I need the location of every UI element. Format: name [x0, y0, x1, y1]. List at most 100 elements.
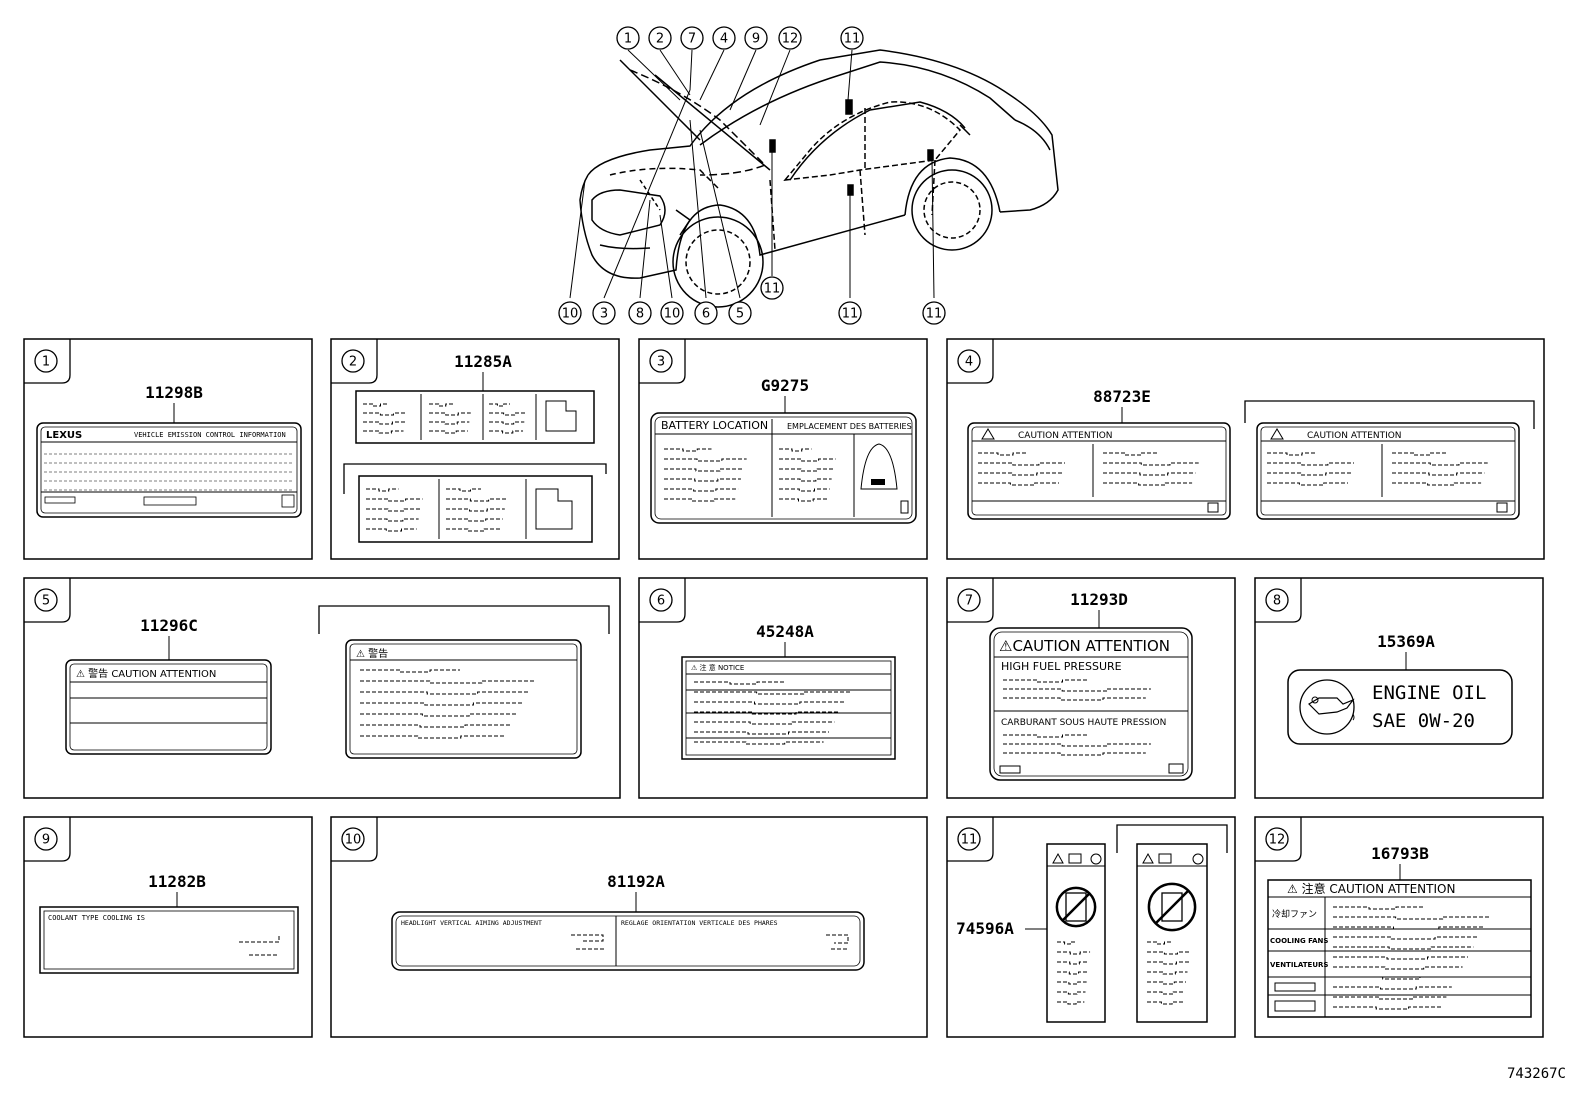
label-heading: ⚠ 警告 CAUTION ATTENTION: [76, 667, 216, 680]
panel-number: 10: [341, 827, 365, 851]
label-panel-6: 6 45248A ⚠ 注 意 NOTICE: [638, 577, 928, 799]
label-heading: ⚠ 注 意 NOTICE: [691, 663, 744, 672]
panel-number-number: 7: [965, 594, 973, 609]
label-panel-5: 5 11296C ⚠ 警告 CAUTION ATTENTION ⚠ 警告: [23, 577, 621, 799]
label-heading: CAUTION ATTENTION: [1307, 431, 1402, 441]
row-label-jp: 冷却ファン: [1272, 908, 1317, 920]
panel-number: 6: [649, 588, 673, 612]
label-text: COOLANT TYPE COOLING IS: [48, 914, 145, 922]
panel-number-number: 5: [42, 594, 50, 609]
car-callout: 1: [616, 26, 640, 50]
label-panel-11: 11 74596A: [946, 816, 1236, 1038]
panel-number-number: 3: [657, 355, 665, 370]
part-number: 74596A: [956, 919, 1014, 938]
part-number: 11282B: [148, 872, 206, 891]
label-heading: BATTERY LOCATION: [661, 419, 768, 432]
label-text: VEHICLE EMISSION CONTROL INFORMATION: [134, 431, 286, 439]
label-panel-12: 12 16793B ⚠ 注意 CAUTION ATTENTION 冷却ファン COOLI…: [1254, 816, 1544, 1038]
part-number: 45248A: [756, 622, 814, 641]
panel-number-number: 12: [1269, 833, 1286, 848]
part-number: 81192A: [607, 872, 665, 891]
car-callout-number: 10: [664, 307, 681, 322]
part-number: 11298B: [145, 383, 203, 402]
diagram-id: 743267C: [1507, 1066, 1566, 1082]
part-number: 11293D: [1070, 590, 1128, 609]
car-callout: 4: [712, 26, 736, 50]
panel-number: 9: [34, 827, 58, 851]
panel-number-number: 4: [965, 355, 973, 370]
car-callout-number: 6: [702, 307, 710, 322]
panel-number-number: 10: [345, 833, 362, 848]
car-callout-number: 3: [600, 307, 608, 322]
label-heading: ⚠ 警告: [356, 647, 388, 660]
panel-number: 3: [649, 349, 673, 373]
panel-number-number: 1: [42, 355, 50, 370]
part-number: 11285A: [454, 352, 512, 371]
row-label-en: COOLING FANS: [1270, 937, 1328, 945]
label-heading: ⚠CAUTION ATTENTION: [999, 637, 1170, 655]
car-callout: 9: [744, 26, 768, 50]
panel-number: 5: [34, 588, 58, 612]
part-number: 15369A: [1377, 632, 1435, 651]
label-heading-fr: EMPLACEMENT DES BATTERIES: [787, 422, 912, 431]
car-callout: 7: [680, 26, 704, 50]
car-callout-number: 11: [926, 307, 943, 322]
car-callout: 12: [778, 26, 802, 50]
car-callout: 10: [660, 301, 684, 325]
car-callout-number: 8: [636, 307, 644, 322]
car-callout: 11: [922, 301, 946, 325]
car-callout: 11: [840, 26, 864, 50]
car-callout: 6: [694, 301, 718, 325]
panel-number-number: 6: [657, 594, 665, 609]
part-number: 88723E: [1093, 387, 1151, 406]
label-heading: CAUTION ATTENTION: [1018, 431, 1113, 441]
panel-number-number: 2: [349, 355, 357, 370]
car-callout-number: 11: [844, 32, 861, 47]
car-callout: 8: [628, 301, 652, 325]
car-callout-number: 9: [752, 32, 760, 47]
car-callout-number: 12: [782, 32, 799, 47]
car-callout-number: 11: [842, 307, 859, 322]
label-text: HIGH FUEL PRESSURE: [1001, 660, 1122, 673]
panel-number: 12: [1265, 827, 1289, 851]
part-number: 16793B: [1371, 844, 1429, 863]
panel-number-number: 8: [1273, 594, 1281, 609]
oil-can-icon: [1308, 696, 1355, 721]
panel-number: 8: [1265, 588, 1289, 612]
part-number: G9275: [761, 376, 809, 395]
label-text: HEADLIGHT VERTICAL AIMING ADJUSTMENT: [401, 919, 542, 927]
panel-number: 7: [957, 588, 981, 612]
row-label-fr: VENTILATEURS: [1270, 961, 1328, 969]
panel-number-number: 9: [42, 833, 50, 848]
car-callout: 11: [838, 301, 862, 325]
car-callout-number: 10: [562, 307, 579, 322]
panel-number: 4: [957, 349, 981, 373]
car-callout: 11: [760, 276, 784, 300]
panel-number: 2: [341, 349, 365, 373]
car-callout-number: 1: [624, 32, 632, 47]
label-panel-4: 4 88723E CAUTION ATTENTION CAUTION ATTENTIO…: [946, 338, 1545, 560]
panel-number: 11: [957, 827, 981, 851]
label-heading: ⚠ 注意 CAUTION ATTENTION: [1287, 881, 1455, 896]
car-callout: 10: [558, 301, 582, 325]
label-panel-8: 8 15369A ENGINE OIL SAE 0W-20: [1254, 577, 1544, 799]
car-callout-number: 5: [736, 307, 744, 322]
car-callout: 5: [728, 301, 752, 325]
label-panel-7: 7 11293D ⚠CAUTION ATTENTION HIGH FUEL PRESS…: [946, 577, 1236, 799]
oil-label-line-1: ENGINE OIL: [1372, 682, 1486, 704]
label-panel-9: 9 11282B COOLANT TYPE COOLING IS: [23, 816, 313, 1038]
label-panel-10: 10 81192A HEADLIGHT VERTICAL AIMING ADJUST…: [330, 816, 928, 1038]
label-text-fr: REGLAGE ORIENTATION VERTICALE DES PHARES: [621, 919, 778, 927]
car-callout: 3: [592, 301, 616, 325]
car-callout-number: 7: [688, 32, 696, 47]
car-illustration: [569, 49, 1059, 308]
car-callout: 2: [648, 26, 672, 50]
oil-label-line-2: SAE 0W-20: [1372, 710, 1475, 732]
panel-number-number: 11: [961, 833, 978, 848]
part-number: 11296C: [140, 616, 198, 635]
